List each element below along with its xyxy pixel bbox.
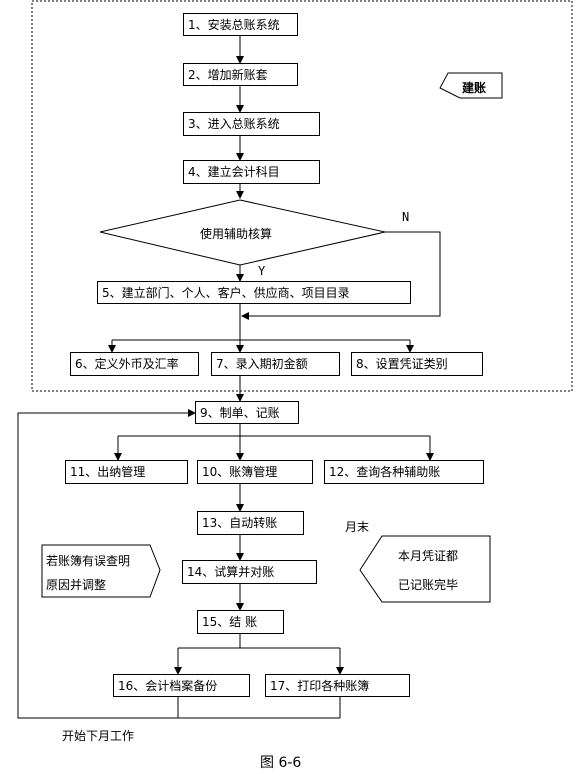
step-5-create-directories: 5、建立部门、个人、客户、供应商、项目目录: [97, 281, 411, 304]
step-7-opening-balance: 7、录入期初金额: [211, 352, 340, 376]
decision-label: 使用辅助核算: [200, 227, 273, 241]
error-note-line-1: 若账簿有误查明: [46, 554, 131, 568]
step-16-archive-backup: 16、会计档案备份: [113, 674, 250, 697]
setup-region: [31, 0, 573, 392]
month-end-title: 月末: [345, 520, 370, 534]
step-8-voucher-types: 8、设置凭证类别: [351, 352, 483, 376]
step-3-enter-ledger: 3、进入总账系统: [183, 112, 320, 136]
error-note-line-2: 原因并调整: [46, 578, 107, 592]
step-4-create-subjects: 4、建立会计科目: [183, 160, 320, 184]
step-12-query-aux: 12、查询各种辅助账: [324, 460, 484, 484]
step-11-cashier: 11、出纳管理: [65, 460, 188, 484]
step-9-make-voucher-post: 9、制单、记账: [195, 401, 299, 424]
error-note-shape: [41, 544, 161, 598]
loop-label: 开始下月工作: [62, 729, 135, 743]
decision-yes-label: Y: [258, 264, 266, 278]
setup-note-label: 建账: [462, 81, 487, 95]
step-14-trial-reconcile: 14、试算并对账: [182, 560, 317, 584]
step-6-currency-rates: 6、定义外币及汇率: [70, 352, 199, 376]
step-17-print-books: 17、打印各种账簿: [265, 674, 410, 697]
step-10-book-management: 10、账簿管理: [197, 460, 313, 484]
step-1-install-ledger: 1、安装总账系统: [183, 13, 298, 36]
step-13-auto-transfer: 13、自动转账: [197, 511, 304, 535]
month-end-line-1: 本月凭证都: [398, 549, 459, 563]
step-15-close: 15、结 账: [197, 610, 284, 634]
month-end-note-shape: [359, 535, 491, 603]
decision-no-label: N: [402, 210, 410, 224]
month-end-line-2: 已记账完毕: [398, 578, 459, 592]
setup-note-shape: [439, 72, 503, 99]
step-2-add-account-set: 2、增加新账套: [183, 63, 298, 86]
figure-caption: 图 6-6: [260, 755, 302, 771]
